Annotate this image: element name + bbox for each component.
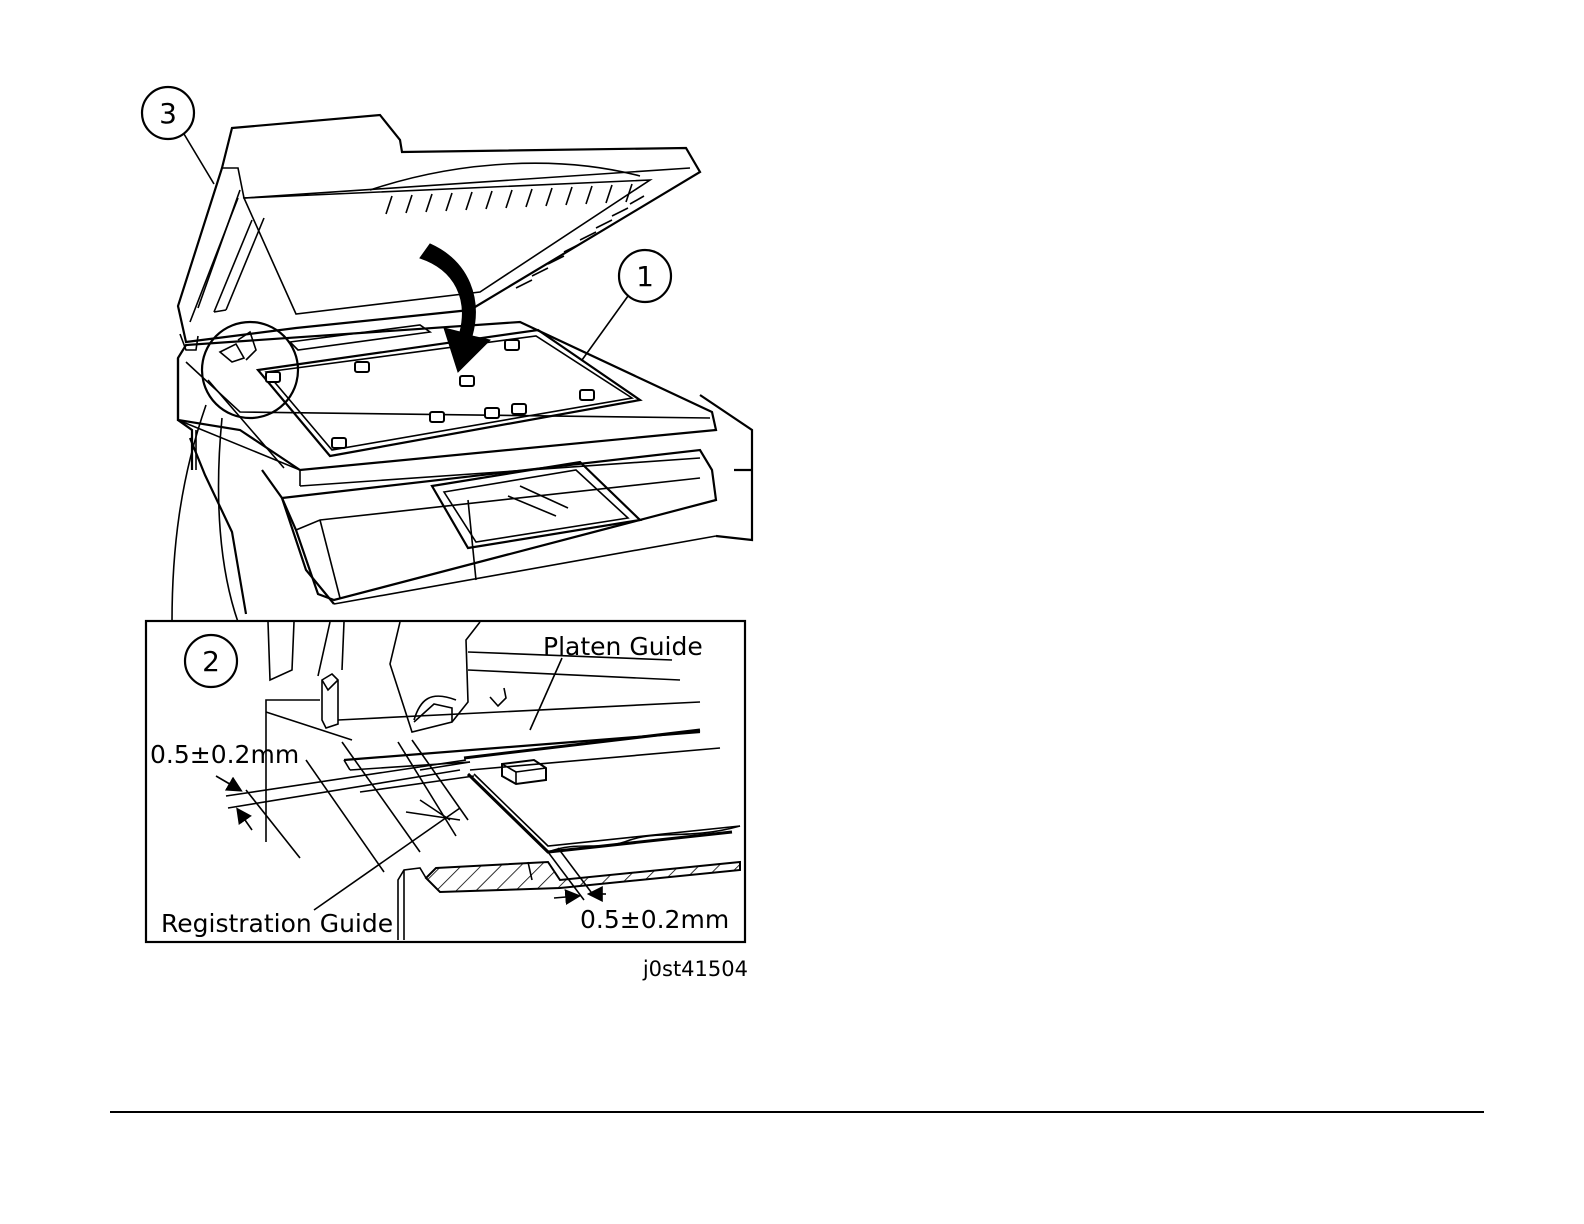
gap-left-label: 0.5±0.2mm <box>150 740 299 769</box>
callout-3: 3 <box>142 87 214 184</box>
document-cover <box>178 115 700 350</box>
gap-right-label: 0.5±0.2mm <box>580 905 729 934</box>
callout-3-number: 3 <box>159 97 177 130</box>
platen-pads <box>266 340 594 448</box>
platen-guide-label: Platen Guide <box>543 632 703 661</box>
callout-2-number: 2 <box>202 645 220 678</box>
callout-1-number: 1 <box>636 260 654 293</box>
figure-id: j0st41504 <box>642 957 748 981</box>
registration-guide-label: Registration Guide <box>161 909 393 938</box>
callout-1: 1 <box>582 250 671 360</box>
close-cover-arrow <box>420 244 490 372</box>
footer-rule <box>110 1111 1484 1113</box>
copier-body <box>178 322 752 614</box>
inset-detail: 2 Platen Guide 0.5±0.2mm 0.5±0.2mm Regis… <box>146 621 745 942</box>
